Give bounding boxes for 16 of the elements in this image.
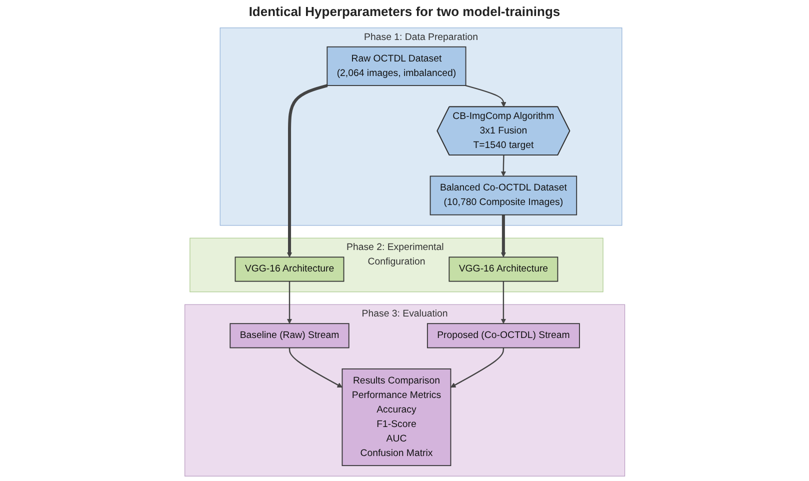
node-box: Raw OCTDL Dataset (2,064 images, imbalanced) bbox=[326, 46, 466, 86]
node-box: Proposed (Co-OCTDL) Stream bbox=[426, 323, 580, 348]
node-box: VGG-16 Architecture bbox=[448, 256, 558, 282]
note-text: Identical Hyperparameters for two model-trainings bbox=[248, 4, 560, 19]
arrow bbox=[500, 281, 506, 324]
node-box: Balanced Co-OCTDL Dataset (10,780 Composite Images) bbox=[430, 176, 577, 216]
node-box: Results Comparison Performance Metrics Accuracy F1-Score AUC Confusion Matrix bbox=[341, 368, 451, 466]
arrow bbox=[500, 214, 506, 258]
arrow bbox=[500, 155, 506, 176]
arrow bbox=[288, 348, 342, 388]
node-box: Baseline (Raw) Stream bbox=[229, 323, 350, 348]
arrow bbox=[286, 281, 292, 324]
arrow bbox=[286, 84, 328, 258]
node-box: VGG-16 Architecture bbox=[234, 256, 344, 282]
arrow bbox=[465, 84, 506, 108]
arrow bbox=[450, 348, 504, 388]
